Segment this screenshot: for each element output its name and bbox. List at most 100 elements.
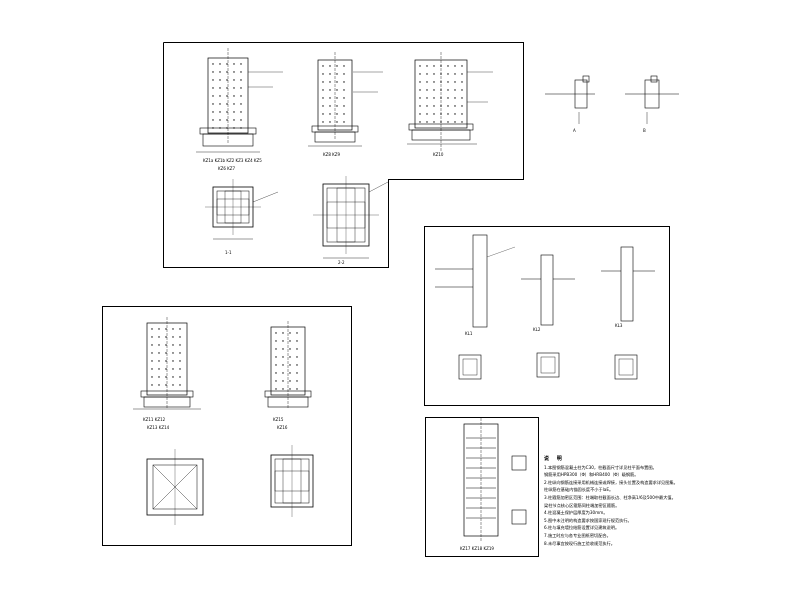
rebar-dot (240, 87, 242, 89)
rebar-dot (275, 348, 277, 350)
rebar-dot (433, 89, 435, 91)
rebar-dot (336, 65, 338, 67)
rebar-dot (212, 119, 214, 121)
rebar-dot (336, 89, 338, 91)
rebar-dot (461, 113, 463, 115)
rebar-dot (179, 344, 181, 346)
rebar-dot (296, 372, 298, 374)
rebar-dot (454, 105, 456, 107)
rebar-dot (440, 121, 442, 123)
rebar-dot (165, 352, 167, 354)
rebar-dot (282, 332, 284, 334)
rebar-dot (461, 121, 463, 123)
rebar-dot (233, 87, 235, 89)
notes-line: 7.施工时应与各专业图纸密切配合。 (544, 532, 611, 538)
rebar-dot (343, 97, 345, 99)
rebar-dot (426, 121, 428, 123)
rebar-dot (433, 65, 435, 67)
rebar-dot (240, 119, 242, 121)
rebar-dot (179, 360, 181, 362)
rebar-dot (426, 105, 428, 107)
notes-line: 8.未尽事宜按现行施工验收规范执行。 (544, 540, 615, 546)
rebar-dot (343, 89, 345, 91)
rebar-dot (226, 87, 228, 89)
joint-elevation-1: KL1 (435, 234, 516, 336)
rebar-dot (322, 65, 324, 67)
rebar-dot (440, 97, 442, 99)
section-4-4 (270, 445, 314, 517)
rebar-dot (419, 73, 421, 75)
rebar-dot (329, 65, 331, 67)
rebar-dot (461, 65, 463, 67)
joint-elevation-3: KL3 (601, 246, 655, 328)
rebar-dot (172, 368, 174, 370)
rebar-dot (454, 65, 456, 67)
rebar-dot (212, 95, 214, 97)
rebar-dot (419, 97, 421, 99)
rebar-dot (275, 364, 277, 366)
detail-b-label: B (643, 128, 646, 133)
rebar-dot (329, 113, 331, 115)
rebar-dot (282, 348, 284, 350)
rebar-dot (172, 336, 174, 338)
caption-sec-a: 1-1 (225, 250, 232, 255)
rebar-dot (336, 121, 338, 123)
caption-lower-1: KZ11 KZ12 (143, 417, 166, 422)
rebar-dot (419, 65, 421, 67)
rebar-dot (233, 111, 235, 113)
sheet-column-elevations-bottom: KZ11 KZ12 KZ13 KZ14 KZ15 KZ16 (102, 306, 352, 546)
rebar-dot (275, 332, 277, 334)
rebar-dot (226, 63, 228, 65)
rebar-dot (329, 89, 331, 91)
rebar-dot (296, 348, 298, 350)
notes-line: 3.柱箍筋加密区范围：柱端取柱截面长边、柱净高1/6及500中最大值。 (544, 494, 676, 500)
rebar-dot (329, 73, 331, 75)
notes-line: 4.柱混凝土保护层厚度为30mm。 (544, 510, 608, 516)
rebar-dot (240, 103, 242, 105)
rebar-dot (158, 344, 160, 346)
rebar-dot (454, 81, 456, 83)
rebar-dot (226, 95, 228, 97)
rebar-dot (289, 348, 291, 350)
rebar-dot (343, 105, 345, 107)
rebar-dot (158, 336, 160, 338)
rebar-dot (440, 89, 442, 91)
rebar-dot (275, 372, 277, 374)
rebar-dot (158, 384, 160, 386)
rebar-dot (461, 81, 463, 83)
rebar-dot (447, 113, 449, 115)
rebar-dot (433, 121, 435, 123)
stirrups (466, 437, 496, 519)
rebar-dot (233, 95, 235, 97)
rebar-dot (219, 127, 221, 129)
caption-box: KZ17 KZ18 KZ19 (460, 546, 494, 551)
rebar-dot (336, 97, 338, 99)
rebar-dot (233, 119, 235, 121)
rebar-dot (461, 105, 463, 107)
rebar-dot (289, 340, 291, 342)
rebar-dot (447, 65, 449, 67)
column-elevation-1 (196, 48, 260, 153)
caption-col1: KZ1a KZ1b KZ2 KZ3 KZ4 KZ5 (203, 158, 262, 163)
caption-lower-sub-2: KZ16 (277, 425, 288, 430)
notes-line: 梁柱节点核心区箍筋同柱端加密区箍筋。 (544, 502, 620, 508)
rebar-dot (219, 87, 221, 89)
rebar-dot (275, 380, 277, 382)
rebar-dot (433, 73, 435, 75)
rebar-dot (336, 105, 338, 107)
caption-kl1: KL1 (465, 331, 473, 336)
joint-elevation-2: KL2 (521, 254, 575, 332)
rebar-dot (296, 340, 298, 342)
rebar-dot (426, 65, 428, 67)
rebar-dot (226, 111, 228, 113)
sheet-column-elevations-top: KZ1a KZ1b KZ2 KZ3 KZ4 KZ5 KZ6 KZ7 KZ8 KZ… (163, 42, 524, 268)
sheet-box-drawing: KZ17 KZ18 KZ19 (460, 418, 527, 551)
rebar-dot (426, 81, 428, 83)
notes-line: 柱纵筋在基础内锚固长度不小于laE。 (544, 487, 614, 493)
rebar-dot (165, 376, 167, 378)
column-elevation-5: KZ15 KZ16 (264, 321, 312, 430)
rebar-dot (336, 73, 338, 75)
rebar-dot (454, 113, 456, 115)
rebar-dot (212, 103, 214, 105)
rebar-dot (212, 111, 214, 113)
